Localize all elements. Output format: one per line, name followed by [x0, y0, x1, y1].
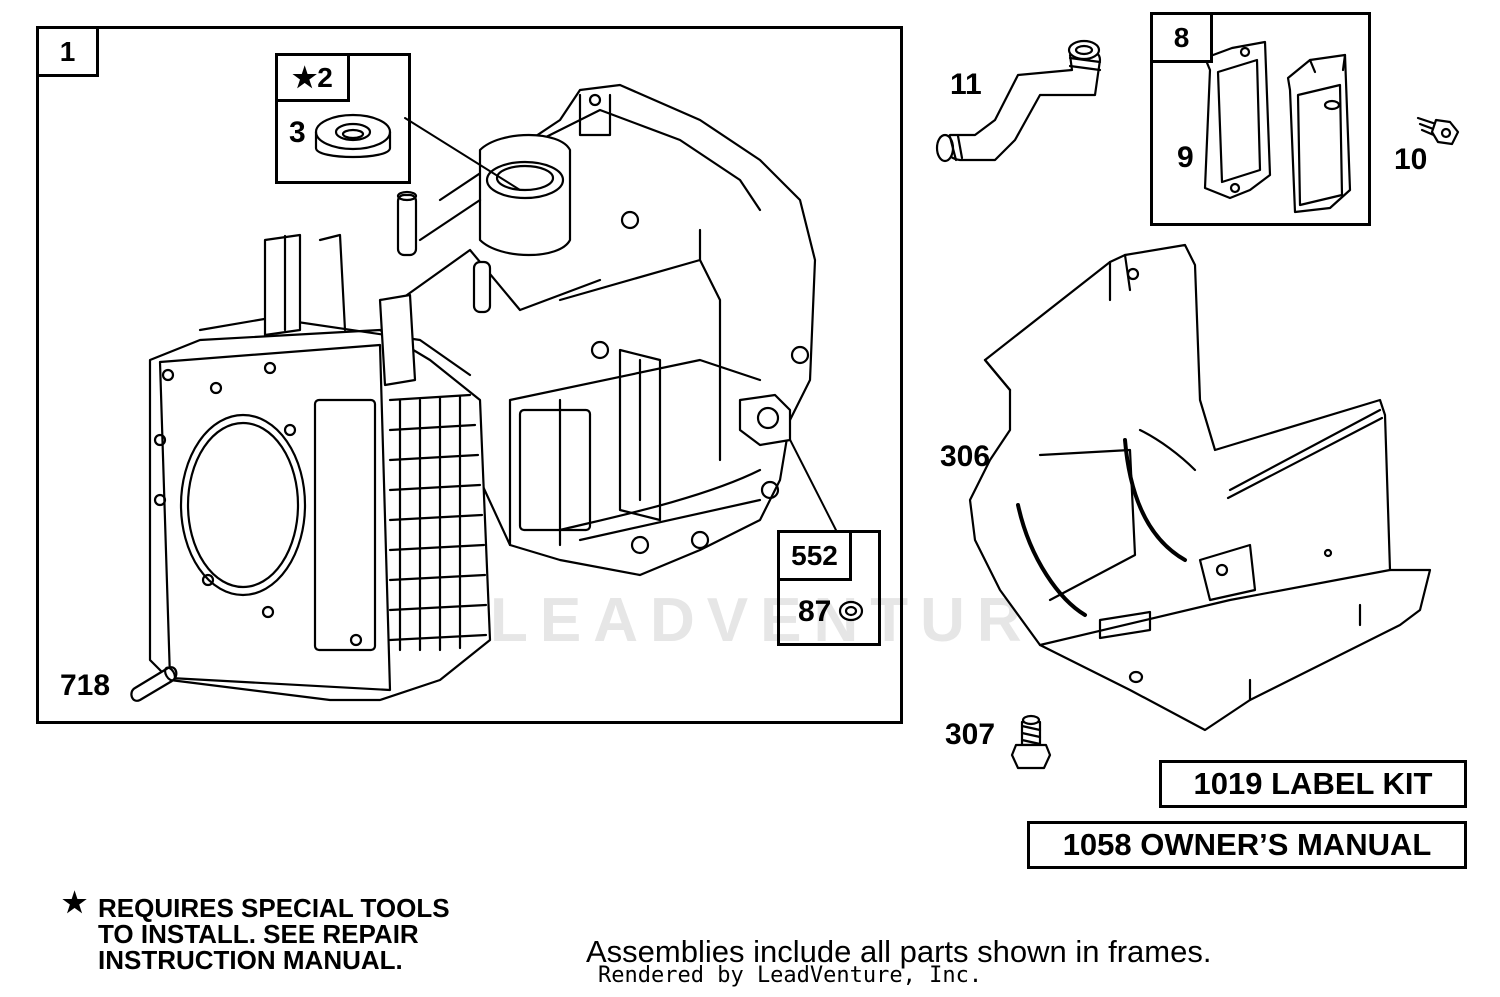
- callout-307: 307: [945, 718, 996, 751]
- callout-718: 718: [60, 669, 111, 702]
- label-kit-box: 1019 LABEL KIT: [1159, 760, 1467, 808]
- callout-306: 306: [940, 440, 991, 473]
- frame-bearing-kit: ★2 3: [275, 53, 411, 184]
- special-tools-note-line-2: TO INSTALL. SEE REPAIR: [98, 919, 419, 949]
- frame-tag-8: 8: [1153, 15, 1213, 63]
- owners-manual-box: 1058 OWNER’S MANUAL: [1027, 821, 1467, 869]
- frame-fitting-kit: 552 87: [777, 530, 881, 646]
- frame-tag-1: 1: [39, 29, 99, 77]
- callout-9: 9: [1177, 141, 1194, 174]
- frame-tag-2: ★2: [278, 56, 350, 102]
- frame-tag-552: 552: [780, 533, 852, 581]
- special-tools-note-line-1: REQUIRES SPECIAL TOOLS: [98, 893, 450, 923]
- star-symbol: ★: [62, 887, 88, 918]
- part-307-bolt-drawing: [1010, 714, 1052, 770]
- part-8-breather-cover-drawing: [1286, 53, 1352, 214]
- part-718-dowel-drawing: [130, 666, 178, 702]
- part-11-tube-drawing: [935, 39, 1102, 163]
- callout-3: 3: [289, 116, 306, 149]
- part-306-shroud-drawing: [968, 243, 1432, 732]
- part-552-fitting-drawing: [738, 393, 792, 447]
- callout-10: 10: [1394, 143, 1428, 176]
- rendered-by-credit: Rendered by LeadVenture, Inc.: [598, 963, 983, 988]
- part-10-screw-drawing: [1416, 116, 1460, 146]
- special-tools-note-line-3: INSTRUCTION MANUAL.: [98, 945, 403, 975]
- callout-87: 87: [798, 595, 832, 628]
- callout-11: 11: [950, 68, 982, 101]
- part-3-seal-drawing: [314, 113, 392, 159]
- engine-block-drawing: [148, 83, 817, 702]
- frame-engine-block: 1: [36, 26, 903, 724]
- frame-breather-kit: 8 9: [1150, 12, 1371, 226]
- part-87-washer-drawing: [838, 600, 864, 622]
- part-9-gasket-drawing: [1203, 40, 1272, 200]
- assemblies-note: Assemblies include all parts shown in fr…: [586, 934, 1212, 969]
